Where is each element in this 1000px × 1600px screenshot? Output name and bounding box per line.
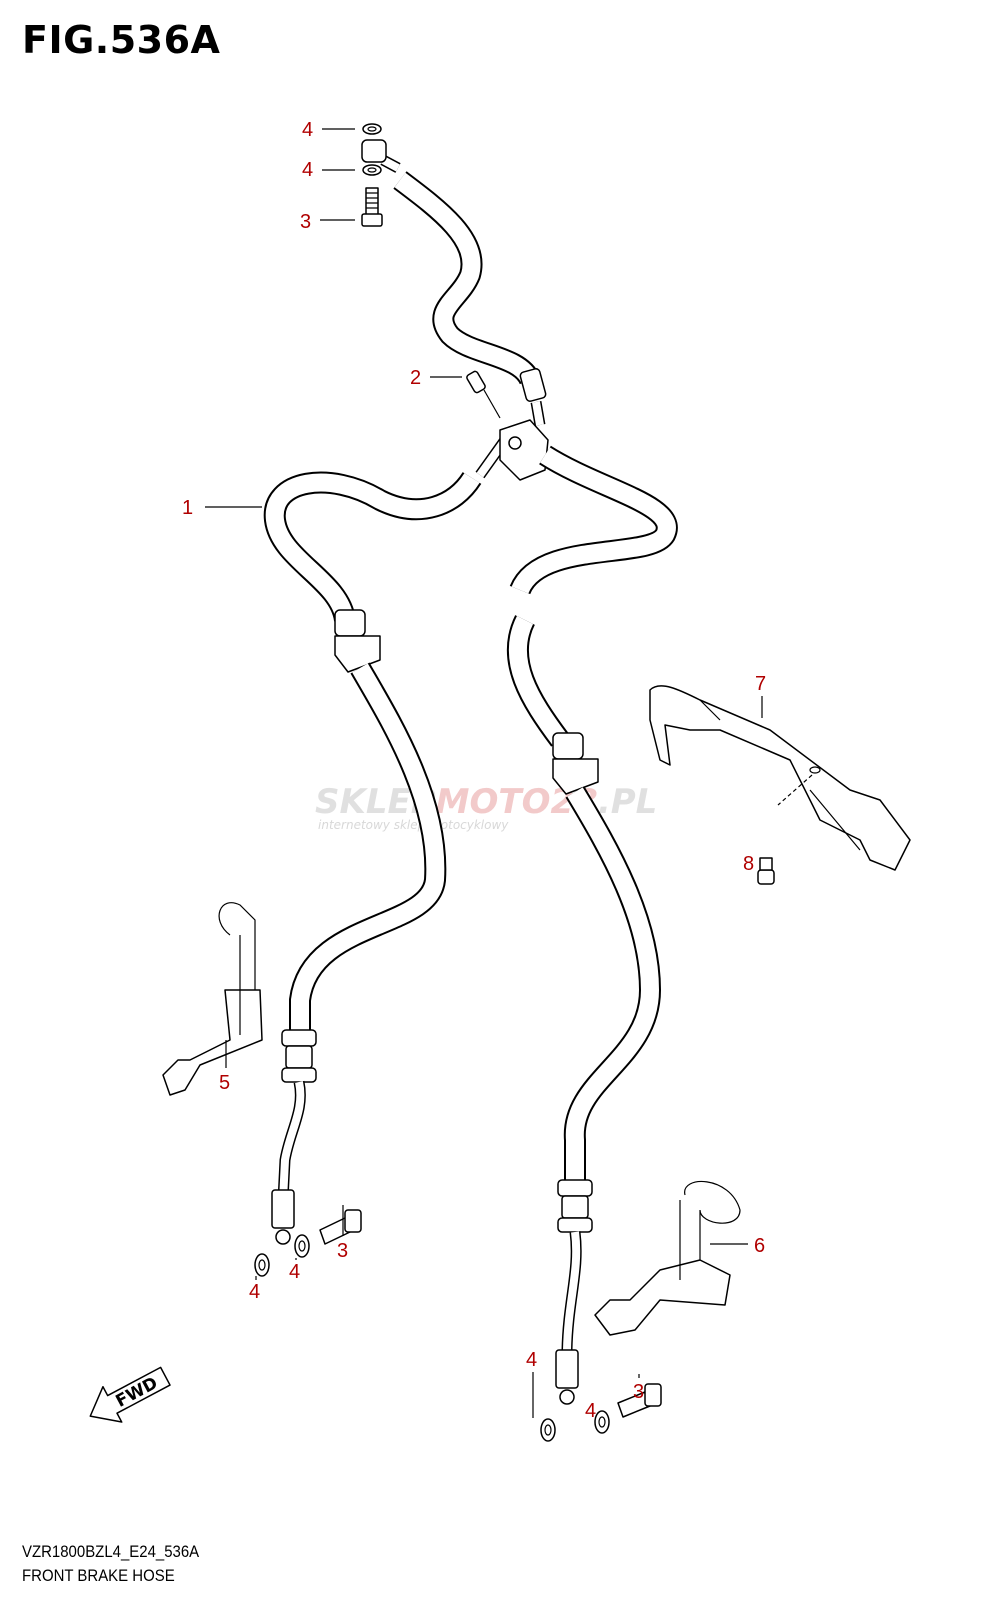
svg-text:SKLEPMOTO28.PL: SKLEPMOTO28.PL xyxy=(315,782,657,822)
figure-title: FIG.536A xyxy=(22,18,221,62)
callout-washer-top-2: 4 xyxy=(302,159,313,181)
callout-bolt-left: 3 xyxy=(337,1240,348,1262)
footer-model-code: VZR1800BZL4_E24_536A xyxy=(22,1542,200,1561)
callout-washer-left-b: 4 xyxy=(289,1261,300,1283)
fwd-arrow-icon: FWD xyxy=(89,1366,171,1423)
footer-diagram-name: FRONT BRAKE HOSE xyxy=(22,1566,175,1585)
upper-hose xyxy=(361,139,547,426)
fwd-label: FWD xyxy=(113,1373,162,1412)
callout-hose: 1 xyxy=(182,497,193,519)
callouts: 4 4 3 2 1 7 8 5 6 3 4 4 3 4 4 xyxy=(182,119,766,1422)
callout-clamp-left: 5 xyxy=(219,1072,230,1094)
right-hose xyxy=(506,445,678,1405)
callout-washer-right-b: 4 xyxy=(585,1400,596,1422)
left-hose xyxy=(263,471,482,1245)
callout-clamp-right: 6 xyxy=(754,1235,765,1257)
callout-washer-right-a: 4 xyxy=(526,1349,537,1371)
hose-joint xyxy=(466,370,549,481)
lower-right-fittings xyxy=(540,1383,662,1442)
watermark-brand-4: .PL xyxy=(598,782,658,822)
callout-washer-top-1: 4 xyxy=(302,119,313,141)
bracket-right xyxy=(649,685,911,885)
top-fittings xyxy=(361,123,383,227)
callout-bolt-right: 3 xyxy=(633,1381,644,1403)
callout-bolt-bracket: 8 xyxy=(743,853,754,875)
callout-bolt-top: 3 xyxy=(300,211,311,233)
clamp-left xyxy=(162,902,263,1096)
watermark-tagline: internetowy sklep motocyklowy xyxy=(318,818,509,832)
callout-bleeder: 2 xyxy=(410,367,421,389)
clamp-right xyxy=(594,1180,741,1336)
callout-washer-left-a: 4 xyxy=(249,1281,260,1303)
watermark-brand-2: MOTO xyxy=(436,782,551,822)
callout-bracket-right: 7 xyxy=(755,673,766,695)
